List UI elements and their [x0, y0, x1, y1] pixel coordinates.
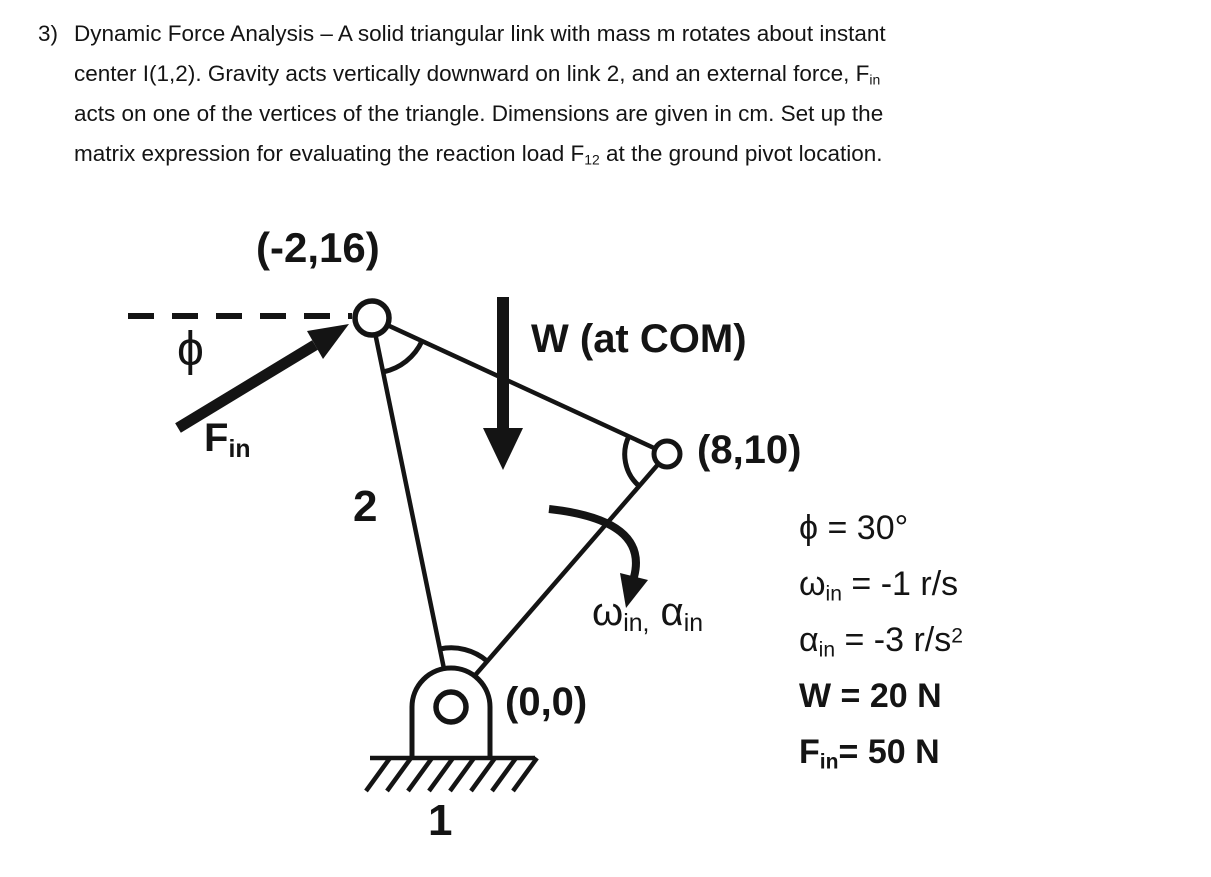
weight-label: W (at COM) — [531, 317, 747, 361]
subscript: in — [869, 71, 881, 88]
subscript: in — [825, 582, 842, 606]
text-run: α — [799, 621, 819, 659]
text-run: ω — [799, 565, 826, 603]
text-run: W = 20 N — [799, 677, 942, 715]
problem-line: center I(1,2). Gravity acts vertically d… — [74, 54, 886, 94]
text-run: F — [204, 416, 229, 460]
text-run: ω — [592, 590, 624, 634]
text-run: center I(1,2). Gravity acts vertically d… — [74, 61, 870, 86]
text-run: = -3 r/s — [835, 621, 952, 659]
fillet-arc-bottom — [439, 645, 489, 663]
given-item: αin = -3 r/s2 — [799, 612, 963, 668]
problem-number: 3) — [38, 21, 59, 46]
given-item: ϕ = 30° — [799, 500, 963, 556]
problem-text: Dynamic Force Analysis – A solid triangu… — [74, 14, 886, 174]
link-number-label: 2 — [353, 482, 378, 531]
given-item: Fin= 50 N — [799, 724, 963, 780]
top-joint-circle — [352, 298, 392, 338]
ground-hatching — [364, 755, 539, 793]
subscript: in — [683, 610, 703, 638]
triangle-link — [369, 315, 669, 705]
right-joint-circle — [651, 438, 683, 470]
fin-force-label: Fin — [204, 416, 251, 464]
text-run: at the ground pivot location. — [599, 141, 883, 166]
text-run: ϕ = 30° — [799, 509, 909, 547]
ground-number-label: 1 — [428, 796, 453, 845]
subscript: 12 — [584, 151, 600, 168]
phi-angle-label: ϕ — [177, 323, 204, 376]
problem-line: Dynamic Force Analysis – A solid triangu… — [74, 14, 886, 54]
text-run: Dynamic Force Analysis – A solid triangu… — [74, 21, 886, 46]
text-run: = -1 r/s — [841, 565, 959, 603]
text-run: F — [799, 733, 820, 771]
rotation-arrow — [548, 505, 648, 608]
problem-statement: 3) Dynamic Force Analysis – A solid tria… — [38, 14, 886, 174]
top-vertex-coordinate-label: (-2,16) — [256, 224, 380, 271]
text-run: acts on one of the vertices of the trian… — [74, 101, 884, 126]
problem-line: acts on one of the vertices of the trian… — [74, 94, 886, 134]
subscript: in — [819, 750, 839, 774]
problem-line: matrix expression for evaluating the rea… — [74, 134, 886, 174]
weight-arrow — [483, 297, 523, 470]
omega-alpha-label: ωin, αin — [592, 590, 703, 638]
text-run: = 50 N — [838, 733, 940, 771]
superscript: 2 — [951, 624, 963, 648]
right-vertex-coordinate-label: (8,10) — [697, 428, 802, 472]
fin-arrow — [175, 324, 349, 433]
subscript: in — [818, 638, 836, 662]
pivot-joint-circle — [433, 689, 469, 725]
fillet-arc-right — [622, 434, 641, 488]
given-item: ωin = -1 r/s — [799, 556, 963, 612]
subscript: in — [228, 436, 251, 464]
text-run: matrix expression for evaluating the rea… — [74, 141, 585, 166]
given-item: W = 20 N — [799, 668, 963, 724]
text-run: α — [649, 590, 684, 634]
fillet-arc-top — [382, 339, 425, 375]
origin-coordinate-label: (0,0) — [505, 680, 588, 724]
subscript: in, — [623, 610, 650, 638]
